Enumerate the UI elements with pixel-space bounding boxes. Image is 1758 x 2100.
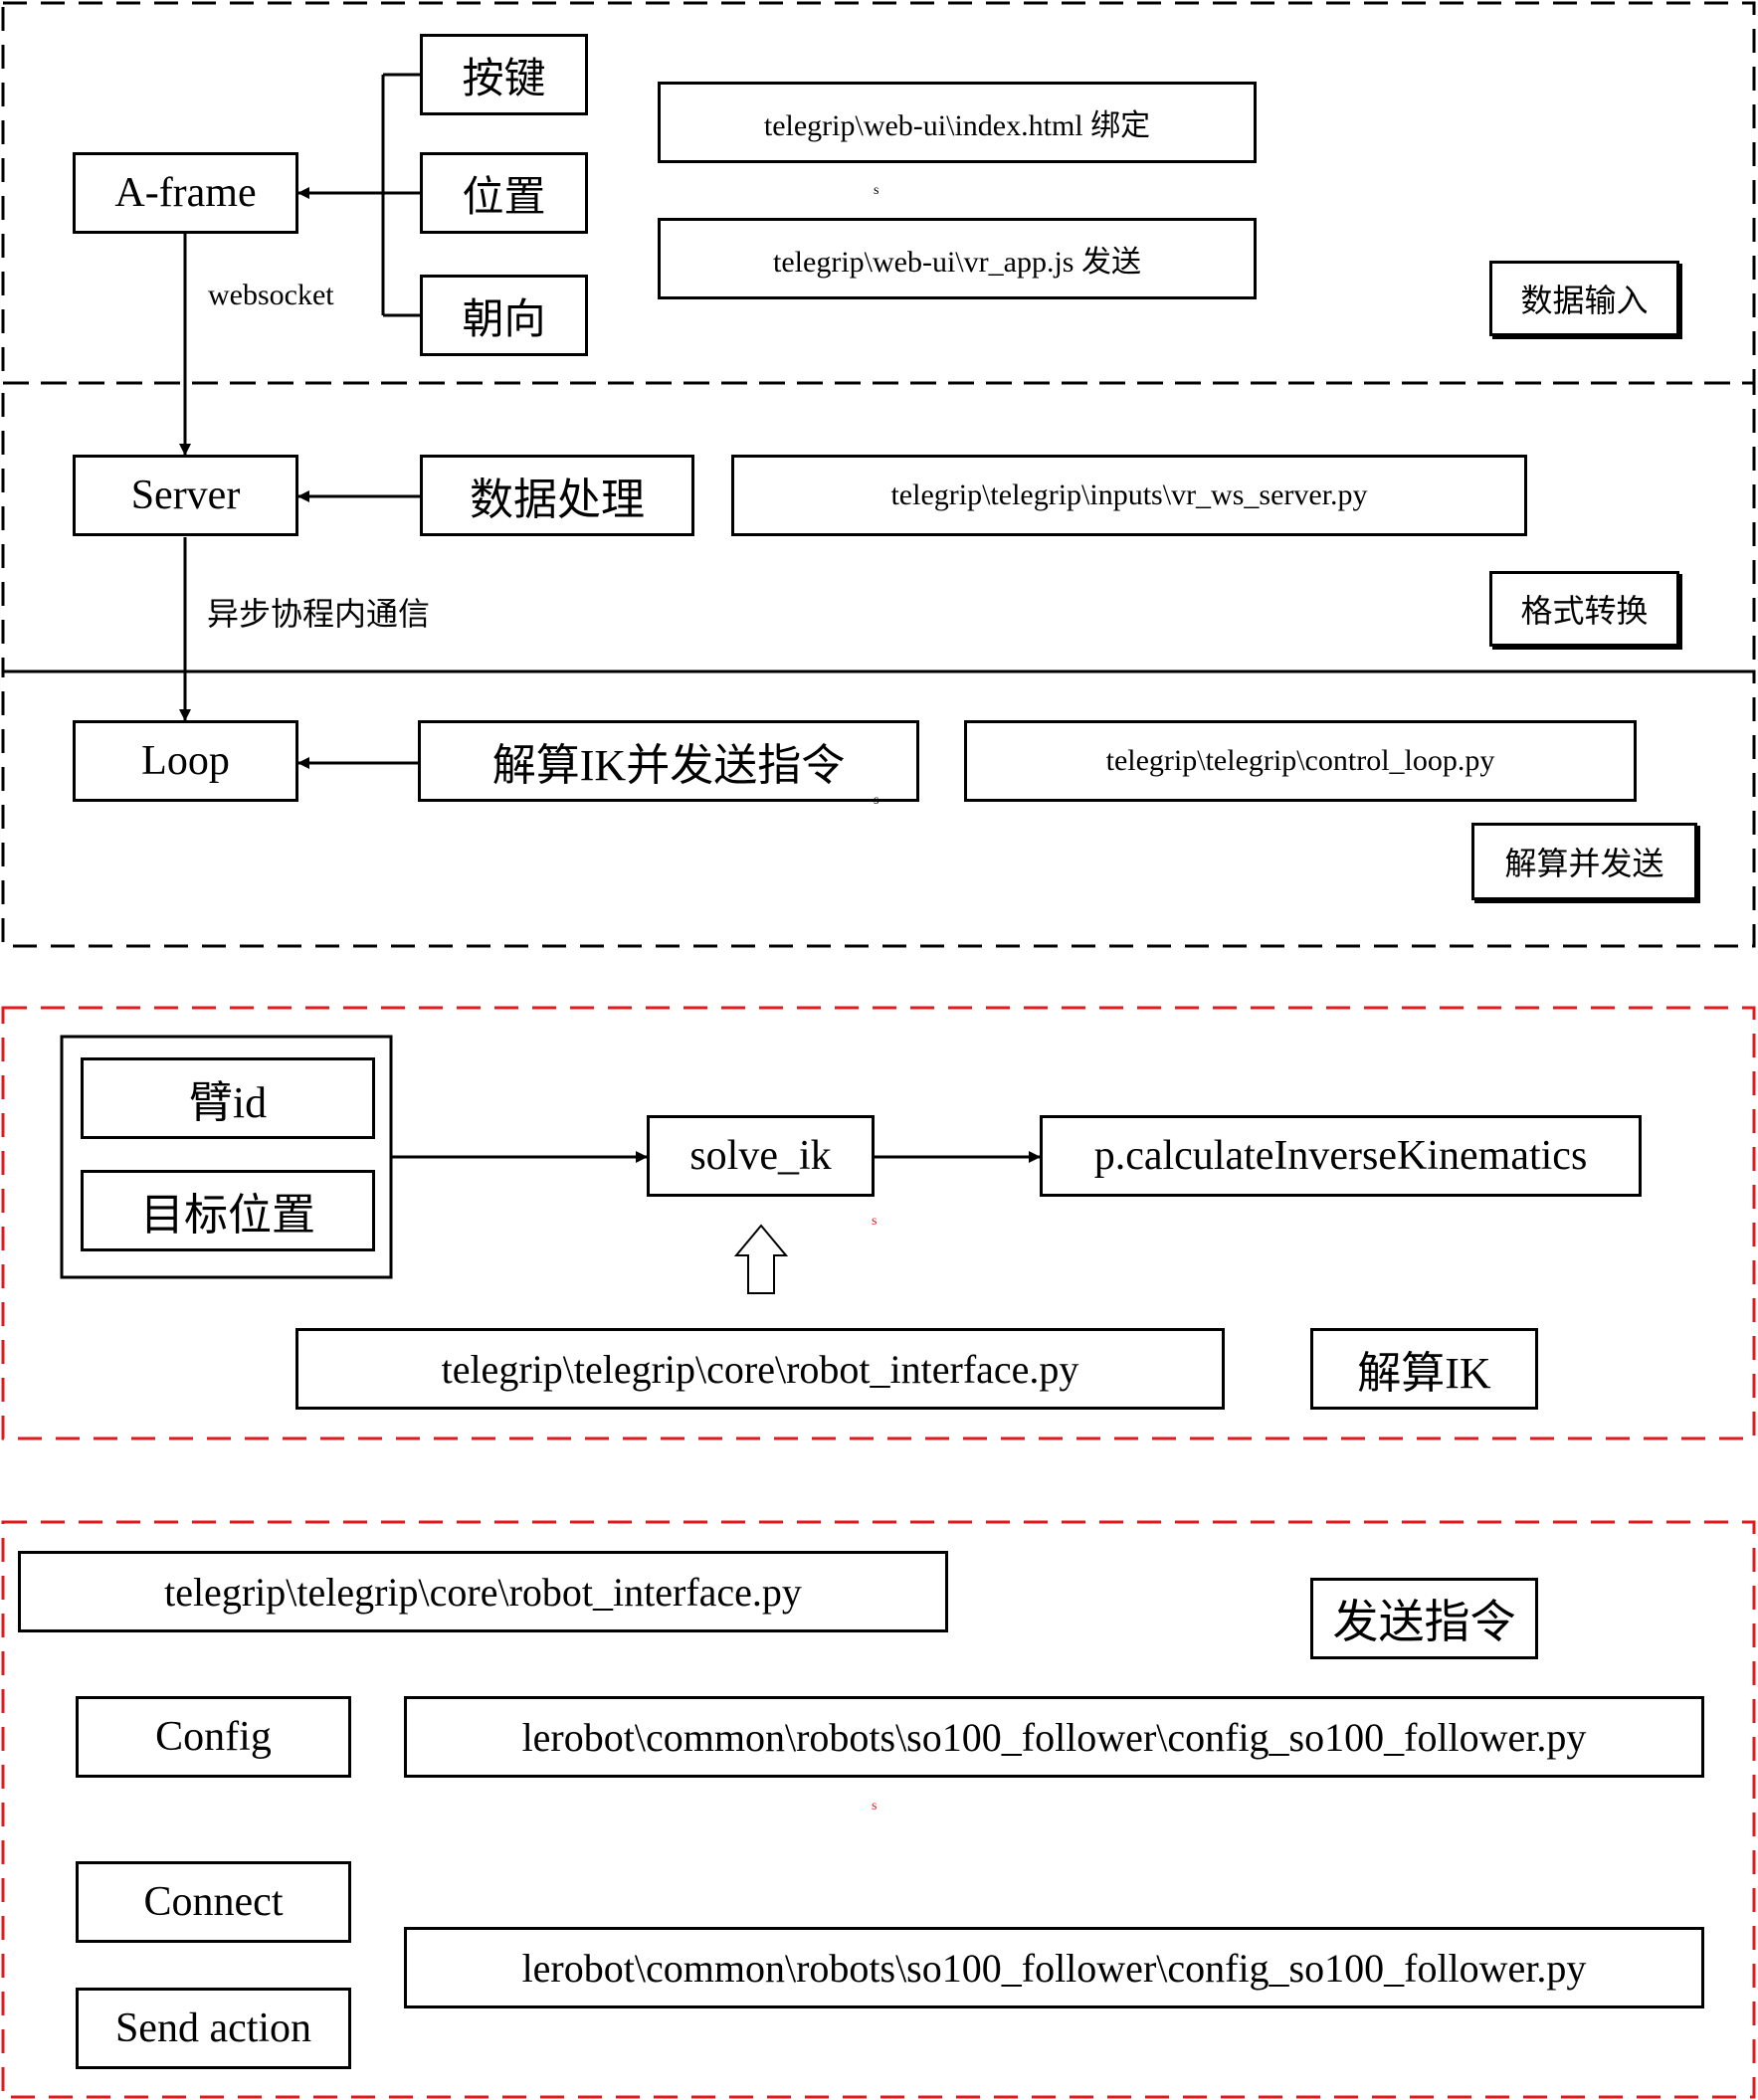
orientation-node: 朝向 [420, 275, 588, 356]
async-comm-label: 异步协程内通信 [207, 596, 431, 632]
solve-ik-node: solve_ik [647, 1115, 875, 1197]
send-action-node: Send action [76, 1988, 351, 2069]
data-processing-node: 数据处理 [420, 455, 694, 536]
connect-node: Connect [76, 1861, 351, 1943]
hollow-up-arrow [733, 1224, 789, 1294]
file-config-so100-2: lerobot\common\robots\so100_follower\con… [404, 1927, 1704, 2008]
region-send-command [1, 1520, 1756, 2099]
stage-label-solve-ik: 解算IK [1310, 1328, 1538, 1410]
loop-node: Loop [73, 720, 298, 802]
solve-and-send-node: 解算IK并发送指令 [418, 720, 919, 802]
marker-s: s [874, 183, 879, 198]
config-node: Config [76, 1696, 351, 1778]
file-robot-interface-send: telegrip\telegrip\core\robot_interface.p… [18, 1551, 948, 1632]
marker-s: s [872, 1799, 878, 1814]
key-node: 按键 [420, 34, 588, 115]
websocket-label: websocket [208, 279, 334, 311]
file-robot-interface-ik: telegrip\telegrip\core\robot_interface.p… [295, 1328, 1225, 1410]
file-vr-app-js: telegrip\web-ui\vr_app.js 发送 [658, 218, 1257, 299]
region-solve-ik [1, 1006, 1756, 1440]
target-position-node: 目标位置 [81, 1170, 375, 1251]
ik-input-group [60, 1035, 393, 1279]
arm-id-node: 臂id [81, 1057, 375, 1139]
file-index-html: telegrip\web-ui\index.html 绑定 [658, 82, 1257, 163]
file-config-so100-1: lerobot\common\robots\so100_follower\con… [404, 1696, 1704, 1778]
stage-label-data-input: 数据输入 [1489, 261, 1679, 336]
stage-label-format-conversion: 格式转换 [1489, 571, 1679, 647]
aframe-node: A-frame [73, 152, 298, 234]
file-vr-ws-server: telegrip\telegrip\inputs\vr_ws_server.py [731, 455, 1527, 536]
server-node: Server [73, 455, 298, 536]
file-control-loop: telegrip\telegrip\control_loop.py [964, 720, 1637, 802]
region-solve-and-send [1, 669, 1756, 948]
position-node: 位置 [420, 152, 588, 234]
input-bracket [381, 73, 420, 317]
stage-label-send-command: 发送指令 [1310, 1578, 1538, 1659]
stage-label-solve-and-send: 解算并发送 [1471, 823, 1697, 900]
calculate-ik-node: p.calculateInverseKinematics [1040, 1115, 1642, 1197]
marker-s: s [872, 1214, 878, 1229]
marker-s: s [874, 793, 879, 808]
